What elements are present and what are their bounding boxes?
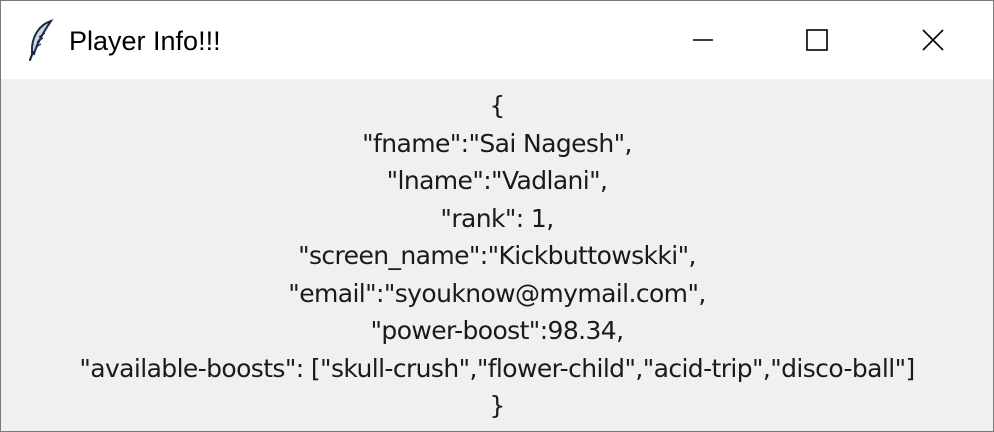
text-line: "email":"syouknow@mymail.com", — [288, 278, 706, 308]
maximize-button[interactable] — [759, 1, 875, 79]
player-info-label: { "fname":"Sai Nagesh", "lname":"Vadlani… — [1, 87, 993, 425]
close-button[interactable] — [875, 1, 991, 79]
text-line: "available-boosts": ["skull-crush","flow… — [79, 353, 915, 383]
minimize-icon — [693, 30, 713, 50]
minimize-button[interactable] — [645, 1, 761, 79]
window-title: Player Info!!! — [69, 26, 221, 56]
title-bar[interactable]: Player Info!!! — [1, 1, 993, 79]
text-line: "power-boost":98.34, — [370, 316, 625, 345]
text-line: } — [489, 391, 505, 420]
text-line: "screen_name":"Kickbuttowskki", — [298, 241, 696, 270]
text-line: "lname":"Vadlani", — [386, 166, 608, 195]
text-line: { — [489, 91, 505, 120]
feather-icon — [25, 19, 57, 62]
close-icon — [922, 29, 944, 51]
text-line: "fname":"Sai Nagesh", — [362, 128, 632, 158]
maximize-icon — [806, 29, 828, 51]
text-line: "rank": 1, — [440, 203, 554, 233]
